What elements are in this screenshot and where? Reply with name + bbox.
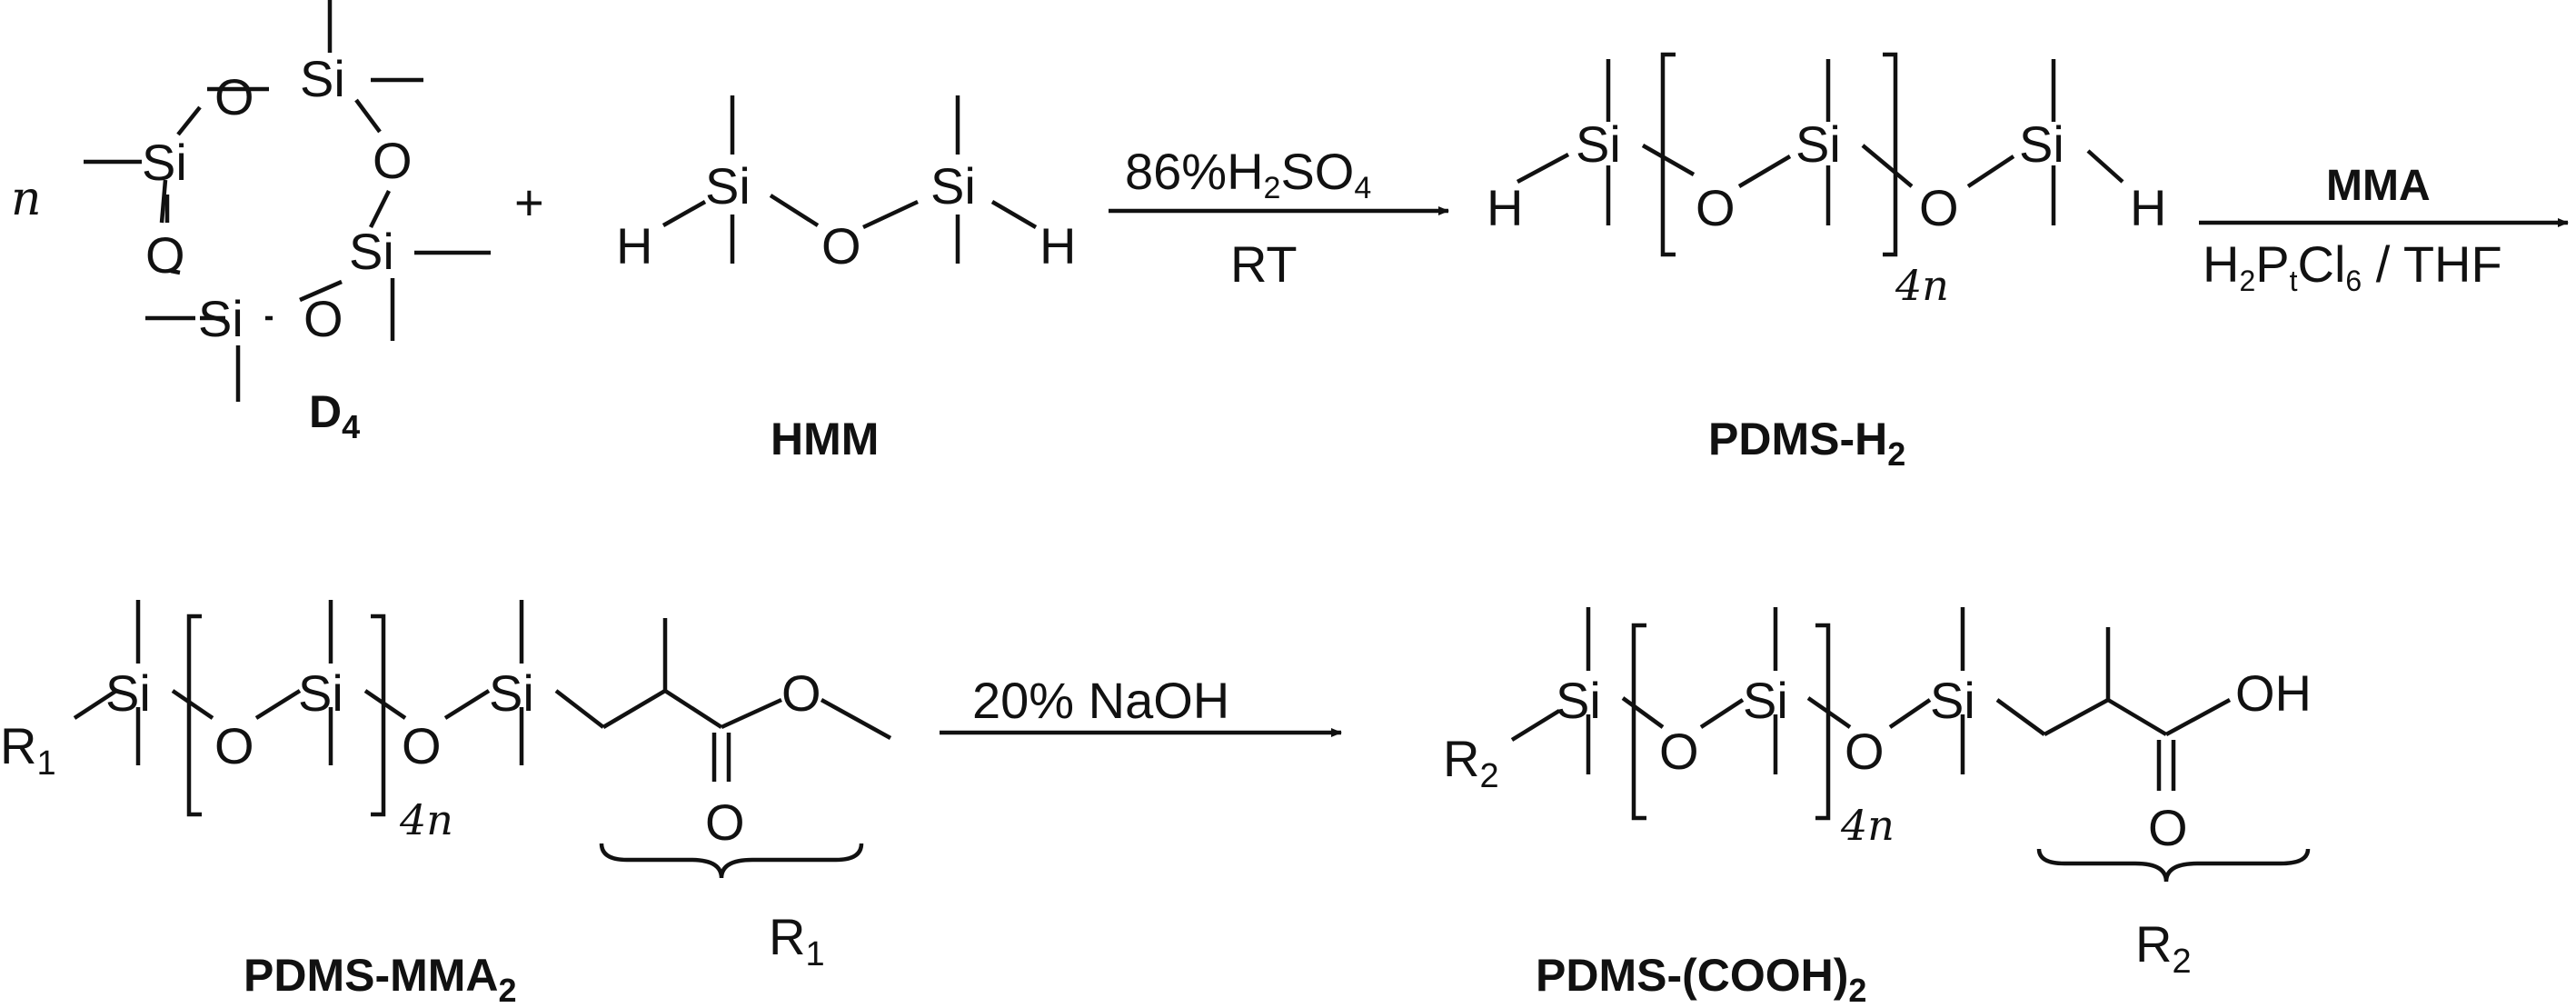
pdms-h2-o-1: O [1696, 179, 1736, 236]
arrow-1-reagent-above: 86%H2SO4 [1125, 143, 1371, 205]
pdms-mma2-o-ester: O [781, 664, 821, 722]
arrow-1-reagent-below: RT [1230, 235, 1298, 293]
pdms-cooh2-si-right: Si [1930, 672, 1975, 729]
hmm-molecule: H Si O Si H [616, 95, 1076, 274]
pdms-cooh2-repeat-count: 4n [1840, 801, 1895, 850]
pdms-h2-repeat-count: 4n [1895, 261, 1949, 310]
plus-sign: + [514, 174, 544, 231]
pdms-cooh2-o-1: O [1659, 723, 1699, 780]
pdms-h2-si-left: Si [1576, 115, 1621, 173]
pdms-mma2-si-right: Si [489, 664, 534, 722]
d4-o-top: O [214, 68, 254, 125]
pdms-cooh2-r2-group: R2 [1443, 730, 1499, 795]
hmm-si-right: Si [930, 157, 976, 215]
d4-si-left: Si [142, 134, 187, 191]
pdms-cooh2-oh: OH [2235, 664, 2312, 722]
pdms-cooh2-o-carbonyl: O [2148, 799, 2188, 856]
d4-o-bottom: O [303, 290, 343, 347]
pdms-mma2-molecule: R1 Si O Si O Si O O [0, 600, 892, 879]
multiplier-n: n [11, 172, 42, 226]
pdms-h2-label: PDMS-H2 [1708, 414, 1905, 473]
r1-label: R1 [769, 908, 825, 973]
pdms-cooh2-label: PDMS-(COOH)2 [1536, 950, 1866, 1008]
pdms-h2-h-left: H [1487, 179, 1523, 236]
d4-si-right: Si [349, 223, 394, 280]
pdms-h2-si-mid: Si [1795, 115, 1841, 173]
pdms-h2-h-right: H [2130, 179, 2166, 236]
pdms-mma2-r1-group: R1 [0, 717, 56, 783]
hmm-h-left: H [616, 217, 652, 274]
pdms-mma2-label: PDMS-MMA2 [244, 950, 517, 1008]
pdms-mma2-o-2: O [402, 717, 442, 774]
d4-molecule: O Si O Si O Si O Si [84, 0, 491, 402]
pdms-cooh2-o-2: O [1845, 723, 1885, 780]
pdms-h2-si-right: Si [2019, 115, 2064, 173]
hmm-label: HMM [771, 414, 879, 464]
pdms-mma2-o-carbonyl: O [705, 793, 745, 851]
arrow-2-reagent-below: H2PtCl6 / THF [2203, 235, 2502, 297]
d4-label: D4 [309, 386, 360, 445]
hmm-o: O [821, 217, 861, 274]
d4-o-left: O [145, 226, 185, 284]
pdms-mma2-o-1: O [214, 717, 254, 774]
arrow-3-reagent-above: 20% NaOH [972, 672, 1229, 729]
pdms-mma2-repeat-count: 4n [399, 795, 453, 844]
pdms-mma2-si-left: Si [105, 664, 151, 722]
hmm-si-left: Si [705, 157, 751, 215]
d4-si-bottom: Si [198, 290, 244, 347]
pdms-h2-o-2: O [1919, 179, 1959, 236]
r2-label: R2 [2135, 915, 2192, 981]
pdms-mma2-si-mid: Si [298, 664, 343, 722]
pdms-h2-molecule: H Si O Si O Si H [1487, 52, 2166, 257]
hmm-h-right: H [1039, 217, 1076, 274]
arrow-2-reagent-above: MMA [2326, 162, 2431, 210]
d4-o-right: O [373, 132, 413, 189]
d4-si-top: Si [300, 50, 345, 107]
pdms-cooh2-molecule: R2 Si O Si O Si OH O [1443, 607, 2312, 883]
pdms-cooh2-si-mid: Si [1743, 672, 1788, 729]
pdms-cooh2-si-left: Si [1556, 672, 1601, 729]
